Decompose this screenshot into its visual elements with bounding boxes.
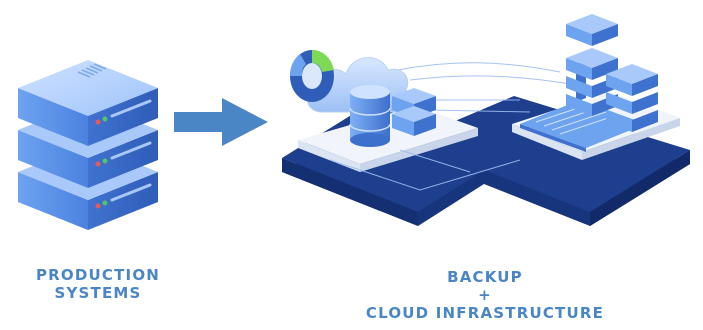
production-systems-caption: PRODUCTION SYSTEMS: [18, 266, 178, 302]
caption-line: BACKUP: [447, 268, 523, 286]
backup-platform: [282, 14, 690, 226]
server-stack-icon: [18, 60, 158, 230]
database-icon: [349, 85, 391, 147]
arrow-right-icon: [174, 98, 268, 146]
connection-lines: [329, 62, 571, 191]
donut-chart-icon: [289, 49, 334, 102]
caption-line: PRODUCTION: [35, 266, 161, 284]
caption-line: +: [478, 286, 492, 304]
backup-cloud-caption: BACKUP + CLOUD INFRASTRUCTURE: [305, 268, 665, 322]
server-rack-icon: [566, 14, 658, 132]
caption-line: CLOUD INFRASTRUCTURE: [365, 304, 605, 322]
caption-line: SYSTEMS: [54, 284, 142, 302]
server-unit: [18, 60, 158, 146]
storage-blocks: [392, 88, 436, 136]
